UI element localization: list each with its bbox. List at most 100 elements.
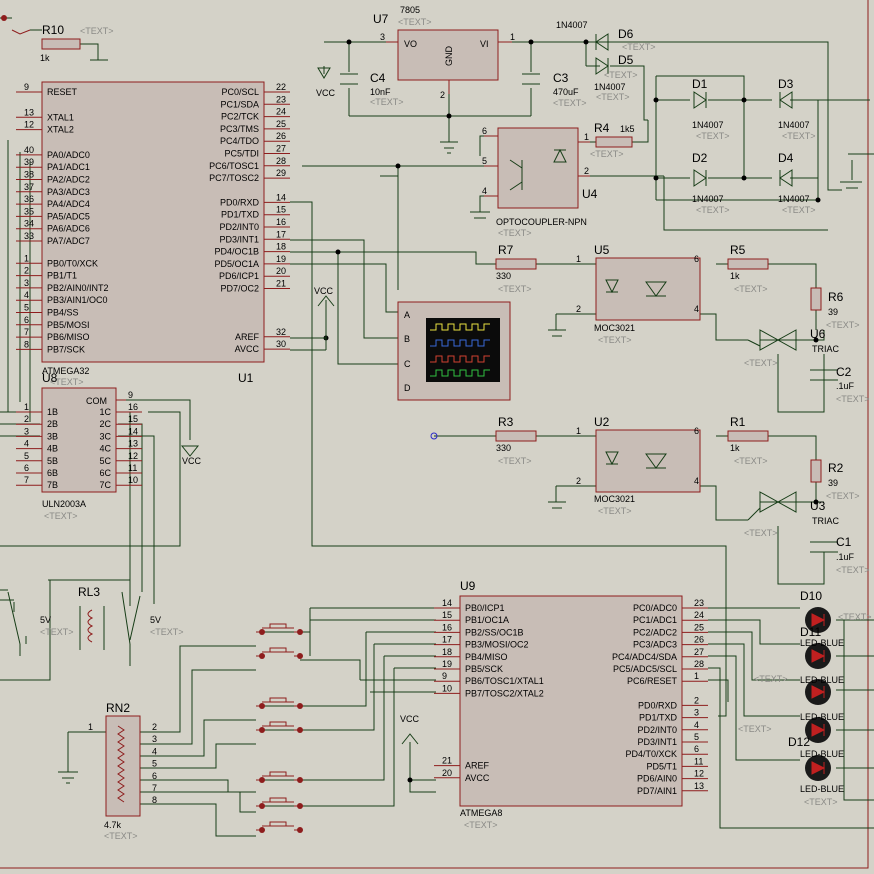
led-blue[interactable] xyxy=(805,679,831,705)
pin-name: PD1/TXD xyxy=(221,210,260,220)
u6-triac[interactable]: U6 TRIAC <TEXT> xyxy=(744,327,840,368)
rn2-ref: RN2 xyxy=(106,701,130,715)
pin-name: 1C xyxy=(99,407,111,417)
c1-value: .1uF xyxy=(836,552,855,562)
r10-terminal xyxy=(1,15,7,21)
pin-name: PD6/AIN0 xyxy=(637,774,677,784)
pin-name: PB5/SCK xyxy=(465,664,503,674)
u6-ref: U6 xyxy=(810,327,826,341)
d3-diode[interactable]: D3 1N4007 <TEXT> xyxy=(778,77,816,141)
d2-part: 1N4007 xyxy=(692,194,724,204)
u9-ref: U9 xyxy=(460,579,476,593)
oscilloscope[interactable]: A B C D xyxy=(397,301,511,401)
pin-number: 14 xyxy=(276,192,286,202)
led-part-2: LED-BLUE xyxy=(800,675,844,685)
pin-name: PB1/T1 xyxy=(47,271,77,281)
pin-number: 21 xyxy=(442,756,452,766)
led-blue[interactable] xyxy=(805,607,831,633)
d4-diode[interactable]: D4 1N4007 <TEXT> xyxy=(778,151,816,215)
pin-name: PA1/ADC1 xyxy=(47,162,90,172)
r3-value: 330 xyxy=(496,443,511,453)
rn2-body xyxy=(105,715,141,817)
u8-body xyxy=(41,387,117,493)
r5-body xyxy=(727,258,769,270)
scope-channel-d: D xyxy=(404,383,411,393)
d1-diode[interactable]: D1 1N4007 <TEXT> xyxy=(692,77,730,141)
pushbutton[interactable] xyxy=(256,647,303,659)
pin-number: 26 xyxy=(694,635,704,645)
u4-optocoupler[interactable]: 6 5 4 1 2 U4 OPTOCOUPLER-NPN <TEXT> xyxy=(482,126,598,238)
c1-capacitor[interactable]: C1 .1uF <TEXT> xyxy=(836,535,870,575)
r1-text: <TEXT> xyxy=(734,456,768,466)
pin-number: 26 xyxy=(276,131,286,141)
u3-triac[interactable]: U3 TRIAC <TEXT> xyxy=(744,491,840,538)
c1-text: <TEXT> xyxy=(836,565,870,575)
pushbutton[interactable] xyxy=(256,721,303,733)
pushbutton[interactable] xyxy=(256,821,303,833)
led-blue[interactable] xyxy=(805,643,831,669)
r6-resistor[interactable]: R6 39 <TEXT> xyxy=(810,287,860,330)
pin-number: 37 xyxy=(24,182,34,192)
u3-text: <TEXT> xyxy=(744,528,778,538)
u9-right-pins: 23PC0/ADC024PC1/ADC125PC2/ADC226PC3/ADC3… xyxy=(612,598,708,796)
rl3-value-left: 5V xyxy=(40,615,51,625)
d1-part: 1N4007 xyxy=(692,120,724,130)
pin-number: 20 xyxy=(442,768,452,778)
r2-resistor[interactable]: R2 39 <TEXT> xyxy=(810,459,860,501)
rn2-pin-number: 4 xyxy=(152,746,157,756)
junction-dot xyxy=(653,175,659,181)
pin-name: PD3/INT1 xyxy=(637,737,677,747)
d6-ref: D6 xyxy=(618,27,634,41)
pushbutton[interactable] xyxy=(256,697,303,709)
d3-part: 1N4007 xyxy=(778,120,810,130)
u7-part: 7805 xyxy=(400,5,420,15)
pushbutton[interactable] xyxy=(256,797,303,809)
c3-capacitor[interactable]: C3 470uF <TEXT> xyxy=(522,71,587,108)
r10-resistor[interactable]: R10 1k <TEXT> xyxy=(1,15,114,63)
d5-diode[interactable]: D5 1N4007 <TEXT> <TEXT> xyxy=(594,53,638,102)
rn2-pin-number: 6 xyxy=(152,771,157,781)
pin-number: 19 xyxy=(442,659,452,669)
u7-regulator[interactable]: U7 7805 <TEXT> VO VI GND 3 1 2 xyxy=(373,5,515,100)
d6-diode[interactable]: D6 1N4007 <TEXT> xyxy=(556,20,656,52)
pin-number: 2 xyxy=(694,695,699,705)
r3-resistor[interactable]: R3 330 <TEXT> xyxy=(495,415,537,466)
r4-resistor[interactable]: R4 1k5 <TEXT> xyxy=(590,121,635,159)
led-blue[interactable] xyxy=(805,717,831,743)
u2-moc3021[interactable]: 1 2 6 4 U2 MOC3021 <TEXT> xyxy=(576,415,701,516)
r1-resistor[interactable]: R1 1k <TEXT> xyxy=(727,415,769,466)
u1-part: ATMEGA32 xyxy=(42,366,89,376)
junction-dot xyxy=(528,39,534,45)
pin-number: 18 xyxy=(276,242,286,252)
u4-part: OPTOCOUPLER-NPN xyxy=(496,217,587,227)
led-part-3: LED-BLUE xyxy=(800,712,844,722)
c2-capacitor[interactable]: C2 .1uF <TEXT> xyxy=(836,365,870,404)
rl3-text-left: <TEXT> xyxy=(40,627,74,637)
u4-p1: 1 xyxy=(584,132,589,142)
u6-part: TRIAC xyxy=(812,344,840,354)
pushbutton[interactable] xyxy=(256,771,303,783)
pin-name: PC6/TOSC1 xyxy=(209,161,259,171)
u8-ref: U8 xyxy=(42,371,58,385)
r10-ref: R10 xyxy=(42,23,64,37)
u2-p1: 1 xyxy=(576,426,581,436)
pin-name: AVCC xyxy=(235,344,260,354)
c4-capacitor[interactable]: C4 10nF <TEXT> xyxy=(340,71,404,107)
pushbutton[interactable] xyxy=(256,623,303,635)
led-blue[interactable] xyxy=(805,755,831,781)
pin-name: 2C xyxy=(99,419,111,429)
d2-diode[interactable]: D2 1N4007 <TEXT> xyxy=(692,151,730,215)
rn2-text: <TEXT> xyxy=(104,831,138,841)
d2-ref: D2 xyxy=(692,151,708,165)
r10-text: <TEXT> xyxy=(80,26,114,36)
u5-moc3021[interactable]: 1 2 6 4 U5 MOC3021 <TEXT> xyxy=(576,243,701,345)
u7-pin2: 2 xyxy=(440,90,445,100)
rl3-relay[interactable]: RL3 5V 5V <TEXT> <TEXT> xyxy=(7,585,184,650)
u4-p6: 6 xyxy=(482,126,487,136)
r7-resistor[interactable]: R7 330 <TEXT> xyxy=(495,243,537,294)
r5-resistor[interactable]: R5 1k <TEXT> xyxy=(727,243,769,294)
